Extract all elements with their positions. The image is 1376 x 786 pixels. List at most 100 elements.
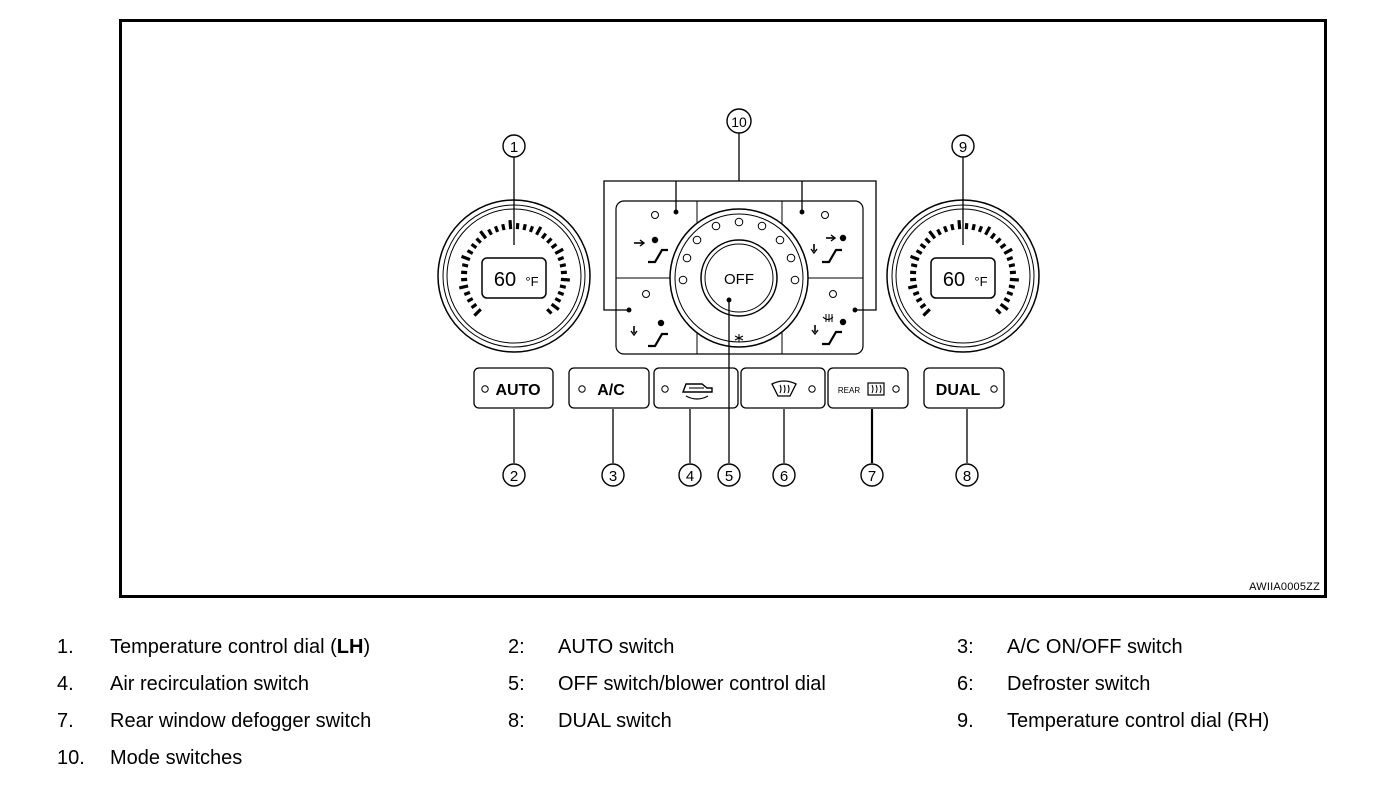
left-dial-scale — [458, 220, 570, 317]
vent-bilevel-icon — [810, 234, 847, 264]
legend-number: 8: — [508, 710, 525, 732]
left-temp-value: 60 — [494, 269, 516, 291]
scale-tick — [1003, 247, 1013, 255]
scale-tick — [559, 263, 567, 268]
scale-tick — [1009, 277, 1019, 282]
scale-tick — [554, 247, 564, 255]
scale-tick — [557, 290, 565, 297]
dual-switch-label: DUAL — [936, 382, 981, 399]
svg-text:5: 5 — [725, 468, 733, 485]
svg-text:4: 4 — [686, 468, 694, 485]
defroster-switch[interactable] — [740, 367, 826, 409]
scale-tick — [1008, 263, 1016, 268]
scale-tick — [559, 284, 567, 289]
scale-tick — [470, 302, 478, 310]
fan-icon — [734, 334, 744, 342]
recirculation-switch[interactable] — [653, 367, 739, 409]
legend-number: 1. — [57, 636, 74, 658]
svg-text:1: 1 — [510, 139, 518, 156]
scale-tick — [912, 290, 920, 297]
scale-tick — [470, 242, 478, 250]
scale-tick — [554, 297, 562, 303]
scale-tick — [493, 225, 500, 233]
scale-tick — [460, 254, 471, 262]
legend-number: 3: — [957, 636, 974, 658]
fan-speed-led — [734, 217, 744, 227]
fan-speed-led — [775, 235, 785, 245]
scale-tick — [977, 225, 984, 233]
off-switch-label[interactable]: OFF — [724, 271, 754, 288]
rear-defogger-switch[interactable]: REAR — [827, 367, 909, 409]
callout-1: 1 — [502, 134, 526, 158]
ac-switch[interactable]: A/C — [568, 367, 650, 409]
scale-tick — [910, 263, 918, 268]
svg-text:6: 6 — [780, 468, 788, 485]
legend-text: Mode switches — [110, 747, 243, 769]
right-temperature-dial[interactable]: 60 °F — [886, 199, 1040, 353]
climate-control-panel-diagram: 60 °F 60 °F — [437, 108, 1040, 487]
auto-switch-label: AUTO — [495, 382, 540, 399]
scale-tick — [461, 263, 469, 268]
scale-tick — [936, 228, 942, 236]
mode-foot-defrost-switch[interactable] — [811, 290, 847, 346]
callout-8: 8 — [955, 463, 979, 487]
leader-lines — [513, 133, 968, 463]
fan-speed-led — [786, 253, 796, 263]
scale-tick — [550, 302, 560, 311]
rear-defogger-icon — [867, 382, 885, 396]
right-temp-unit: °F — [974, 274, 987, 289]
fan-speed-led — [682, 253, 692, 263]
vent-face-icon — [634, 236, 668, 264]
mode-feet-switch[interactable] — [630, 290, 668, 348]
scale-tick — [950, 223, 955, 231]
left-temp-unit: °F — [525, 274, 538, 289]
right-dial-scale — [907, 220, 1019, 317]
mode-bilevel-switch[interactable] — [810, 211, 847, 264]
mode-face-switch[interactable] — [634, 211, 668, 264]
legend-text: OFF switch/blower control dial — [558, 673, 826, 695]
scale-tick — [557, 255, 565, 262]
scale-tick — [463, 290, 471, 297]
blower-control-dial[interactable]: OFF — [669, 208, 809, 348]
scale-tick — [546, 308, 553, 315]
scale-tick — [508, 220, 513, 230]
fan-speed-led — [692, 235, 702, 245]
scale-tick — [922, 308, 931, 317]
callout-2: 2 — [502, 463, 526, 487]
legend-number: 7. — [57, 710, 74, 732]
scale-tick — [560, 277, 570, 282]
legend-text: AUTO switch — [558, 636, 675, 658]
scale-tick — [1008, 284, 1016, 289]
auto-switch[interactable]: AUTO — [473, 367, 554, 409]
scale-tick — [919, 302, 927, 310]
right-temp-display — [930, 257, 996, 299]
callout-6: 6 — [772, 463, 796, 487]
figure-reference-code: AWIIA0005ZZ — [1249, 581, 1320, 593]
scale-tick — [999, 302, 1009, 311]
svg-text:10: 10 — [731, 114, 747, 130]
scale-tick — [995, 308, 1002, 315]
scale-tick — [528, 225, 535, 233]
legend-number: 2: — [508, 636, 525, 658]
dual-switch[interactable]: DUAL — [923, 367, 1005, 409]
scale-tick — [1003, 297, 1011, 303]
legend-text: Defroster switch — [1007, 673, 1151, 695]
legend-number: 6: — [957, 673, 974, 695]
scale-tick — [535, 226, 543, 236]
scale-tick — [473, 308, 482, 317]
legend-number: 4. — [57, 673, 74, 695]
fan-speed-led — [711, 221, 721, 231]
legend-number: 9. — [957, 710, 974, 732]
svg-text:3: 3 — [609, 468, 617, 485]
scale-tick — [546, 237, 553, 244]
scale-tick — [915, 297, 923, 303]
scale-tick — [995, 237, 1002, 244]
scale-tick — [550, 242, 558, 250]
callout-10: 10 — [726, 108, 752, 134]
scale-tick — [540, 232, 548, 240]
fan-speed-led — [790, 275, 800, 285]
defrost-icon — [771, 380, 797, 397]
scale-tick — [971, 223, 976, 231]
scale-tick — [984, 226, 992, 236]
scale-tick — [466, 297, 474, 303]
